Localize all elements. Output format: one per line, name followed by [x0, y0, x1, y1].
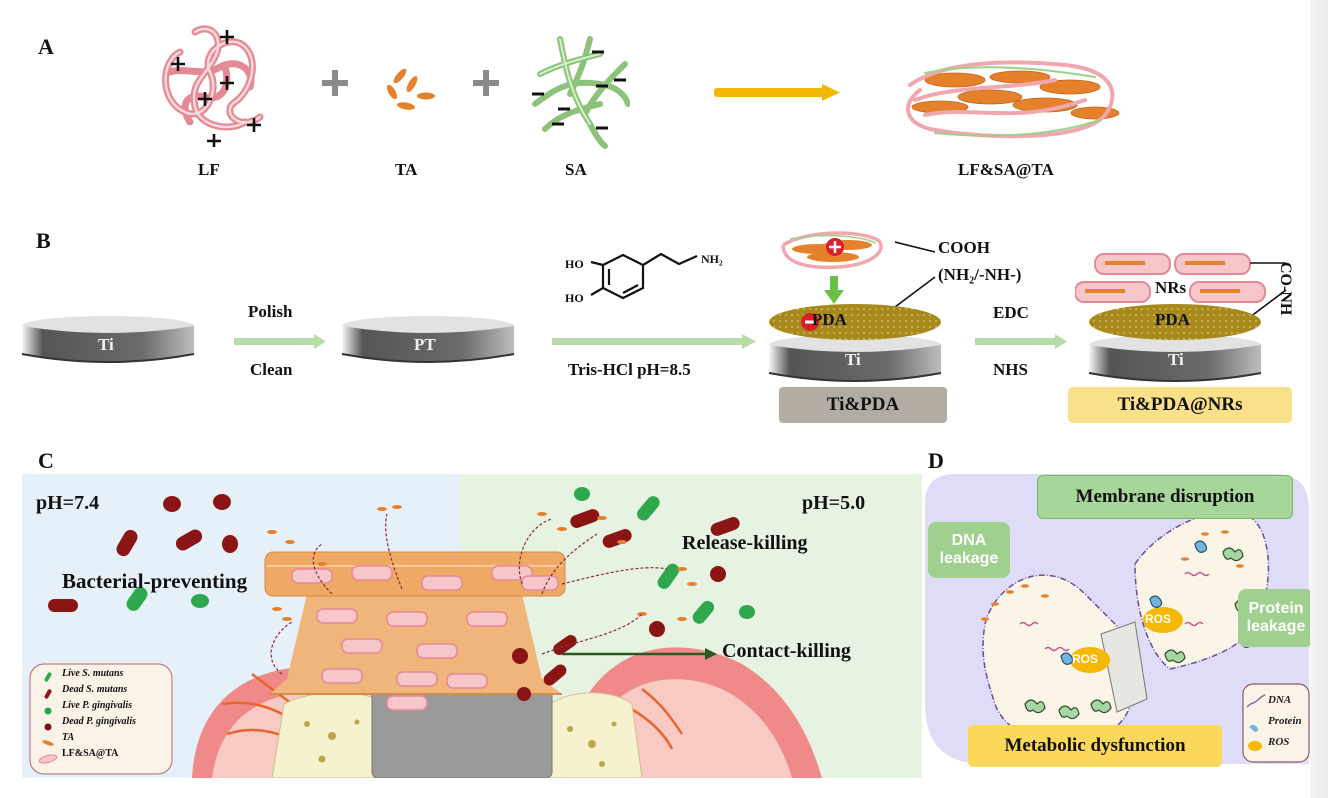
edc-label: EDC: [993, 303, 1029, 322]
dopamine-structure-icon: HO HO NH₂: [565, 252, 723, 305]
protein-legend-icon: [1249, 725, 1259, 732]
plus-icon: [473, 70, 499, 96]
contact-killing-label: Contact-killing: [722, 640, 851, 662]
nhs-label: NHS: [993, 360, 1028, 379]
sodium-alginate-icon: [532, 36, 630, 149]
clean-label: Clean: [250, 360, 293, 379]
ros-icon: [1143, 607, 1183, 633]
legend-item: LF&SA@TA: [62, 748, 119, 759]
pda-coated-disk-icon: [768, 304, 942, 382]
process-arrow-icon: [234, 334, 326, 349]
bone-right: [549, 692, 643, 778]
ros-label: ROS: [1145, 612, 1172, 626]
legend-item: Protein: [1268, 715, 1302, 727]
reaction-arrow-icon: [714, 84, 840, 101]
ti-disk-label: Ti: [845, 350, 861, 369]
panel-b-letter: B: [36, 228, 51, 253]
ti-disk-label: Ti: [98, 335, 114, 354]
legend-icons: [38, 672, 58, 764]
bacterial-preventing-label: Bacterial-preventing: [62, 569, 248, 593]
panel-d-legend: DNA Protein ROS: [1268, 690, 1302, 753]
legend-item: Dead S. mutans: [62, 684, 128, 695]
legend-item: Live S. mutans: [62, 668, 124, 679]
nanoparticle-product-icon: [906, 60, 1120, 139]
mechanism-scene: [925, 474, 1310, 764]
process-arrow-icon: [975, 334, 1067, 349]
lactoferrin-icon: [162, 25, 264, 147]
ph-acidic-label: pH=5.0: [802, 492, 866, 514]
polished-titanium-disk-icon: [341, 316, 515, 363]
hydroxyl-bottom: HO: [565, 291, 584, 305]
ta-release-particles: [267, 505, 697, 621]
metabolic-dysfunction-label: Metabolic dysfunction: [1004, 735, 1186, 756]
panel-c-legend: Live S. mutans Dead S. mutans Live P. gi…: [62, 666, 136, 762]
positive-charge-icon: [829, 241, 841, 253]
ti-pda-badge: Ti&PDA: [779, 387, 947, 423]
legend-item: Live P. gingivalis: [62, 700, 133, 711]
protein-leakage-badge: Protein leakage: [1238, 589, 1314, 647]
panel-a-letter: A: [38, 34, 54, 59]
ros-icon: [1070, 647, 1110, 673]
implant-collar: [264, 551, 566, 597]
ti-pda-nrs-label: Ti&PDA@NRs: [1117, 394, 1243, 415]
legend-item: DNA: [1268, 694, 1292, 706]
antibacterial-scene: [22, 474, 922, 778]
dead-bacteria-right: [512, 509, 740, 701]
page-edge-shade: [1310, 0, 1328, 798]
attach-arrow-icon: [824, 276, 844, 304]
positive-charge-icon: [220, 30, 234, 44]
dna-legend-icon: [1246, 694, 1266, 708]
pda-label: PDA: [812, 310, 847, 329]
ph-neutral-label: pH=7.4: [36, 492, 100, 514]
dna-leakage-badge: DNA leakage: [928, 522, 1010, 578]
leader-lines: [895, 241, 936, 308]
panel-c-letter: C: [38, 448, 54, 473]
ti-disk-label: Ti: [1168, 350, 1184, 369]
ros-legend-icon: [1248, 741, 1262, 751]
release-paths: [270, 513, 668, 675]
legend-item: TA: [62, 732, 75, 743]
nrs-label: NRs: [1155, 278, 1187, 297]
plus-icon: [322, 70, 348, 96]
titanium-disk-icon: [21, 316, 195, 363]
ta-label: TA: [395, 160, 418, 179]
ti-pda-label: Ti&PDA: [826, 394, 900, 415]
nanoparticle-coating: [291, 565, 559, 711]
leader-lines: [1250, 262, 1287, 318]
product-label: LF&SA@TA: [958, 160, 1054, 179]
nanoparticle-icon: [781, 231, 883, 270]
dead-bacteria-left: [48, 494, 238, 612]
nanoparticle-layer-icon: [1075, 253, 1266, 303]
membrane-disruption-badge: Membrane disruption: [1037, 475, 1293, 519]
polish-label: Polish: [248, 302, 293, 321]
legend-item: Dead P. gingivalis: [62, 716, 136, 727]
ti-pda-nrs-badge: Ti&PDA@NRs: [1068, 387, 1292, 423]
tannic-acid-icon: [386, 68, 435, 110]
pt-disk-label: PT: [414, 335, 436, 354]
live-bacteria-right: [574, 487, 755, 624]
ros-label: ROS: [1072, 652, 1099, 666]
legend-box: [29, 663, 173, 775]
membrane-disruption-label: Membrane disruption: [1075, 486, 1255, 507]
amine-groups-label: (NH₂/-NH-): [938, 265, 1022, 284]
sa-label: SA: [565, 160, 587, 179]
pda-label: PDA: [1155, 310, 1190, 329]
metabolic-dysfunction-badge: Metabolic dysfunction: [968, 725, 1222, 767]
release-killing-label: Release-killing: [682, 532, 808, 554]
lf-label: LF: [198, 160, 220, 179]
live-bacteria-left: [126, 587, 209, 611]
functionalized-disk-icon: [1088, 304, 1262, 382]
legend-item: ROS: [1268, 736, 1290, 748]
cell-connector: [1100, 621, 1148, 713]
amine-group: NH₂: [701, 252, 723, 266]
bone-left: [271, 692, 385, 778]
cooh-label: COOH: [938, 238, 990, 257]
co-nh-label: CO-NH: [1277, 262, 1294, 316]
tris-hcl-label: Tris-HCl pH=8.5: [568, 360, 691, 379]
panel-d-letter: D: [928, 448, 944, 473]
protein-icons: [1024, 547, 1256, 720]
process-arrow-icon: [552, 334, 756, 349]
hydroxyl-top: HO: [565, 257, 584, 271]
